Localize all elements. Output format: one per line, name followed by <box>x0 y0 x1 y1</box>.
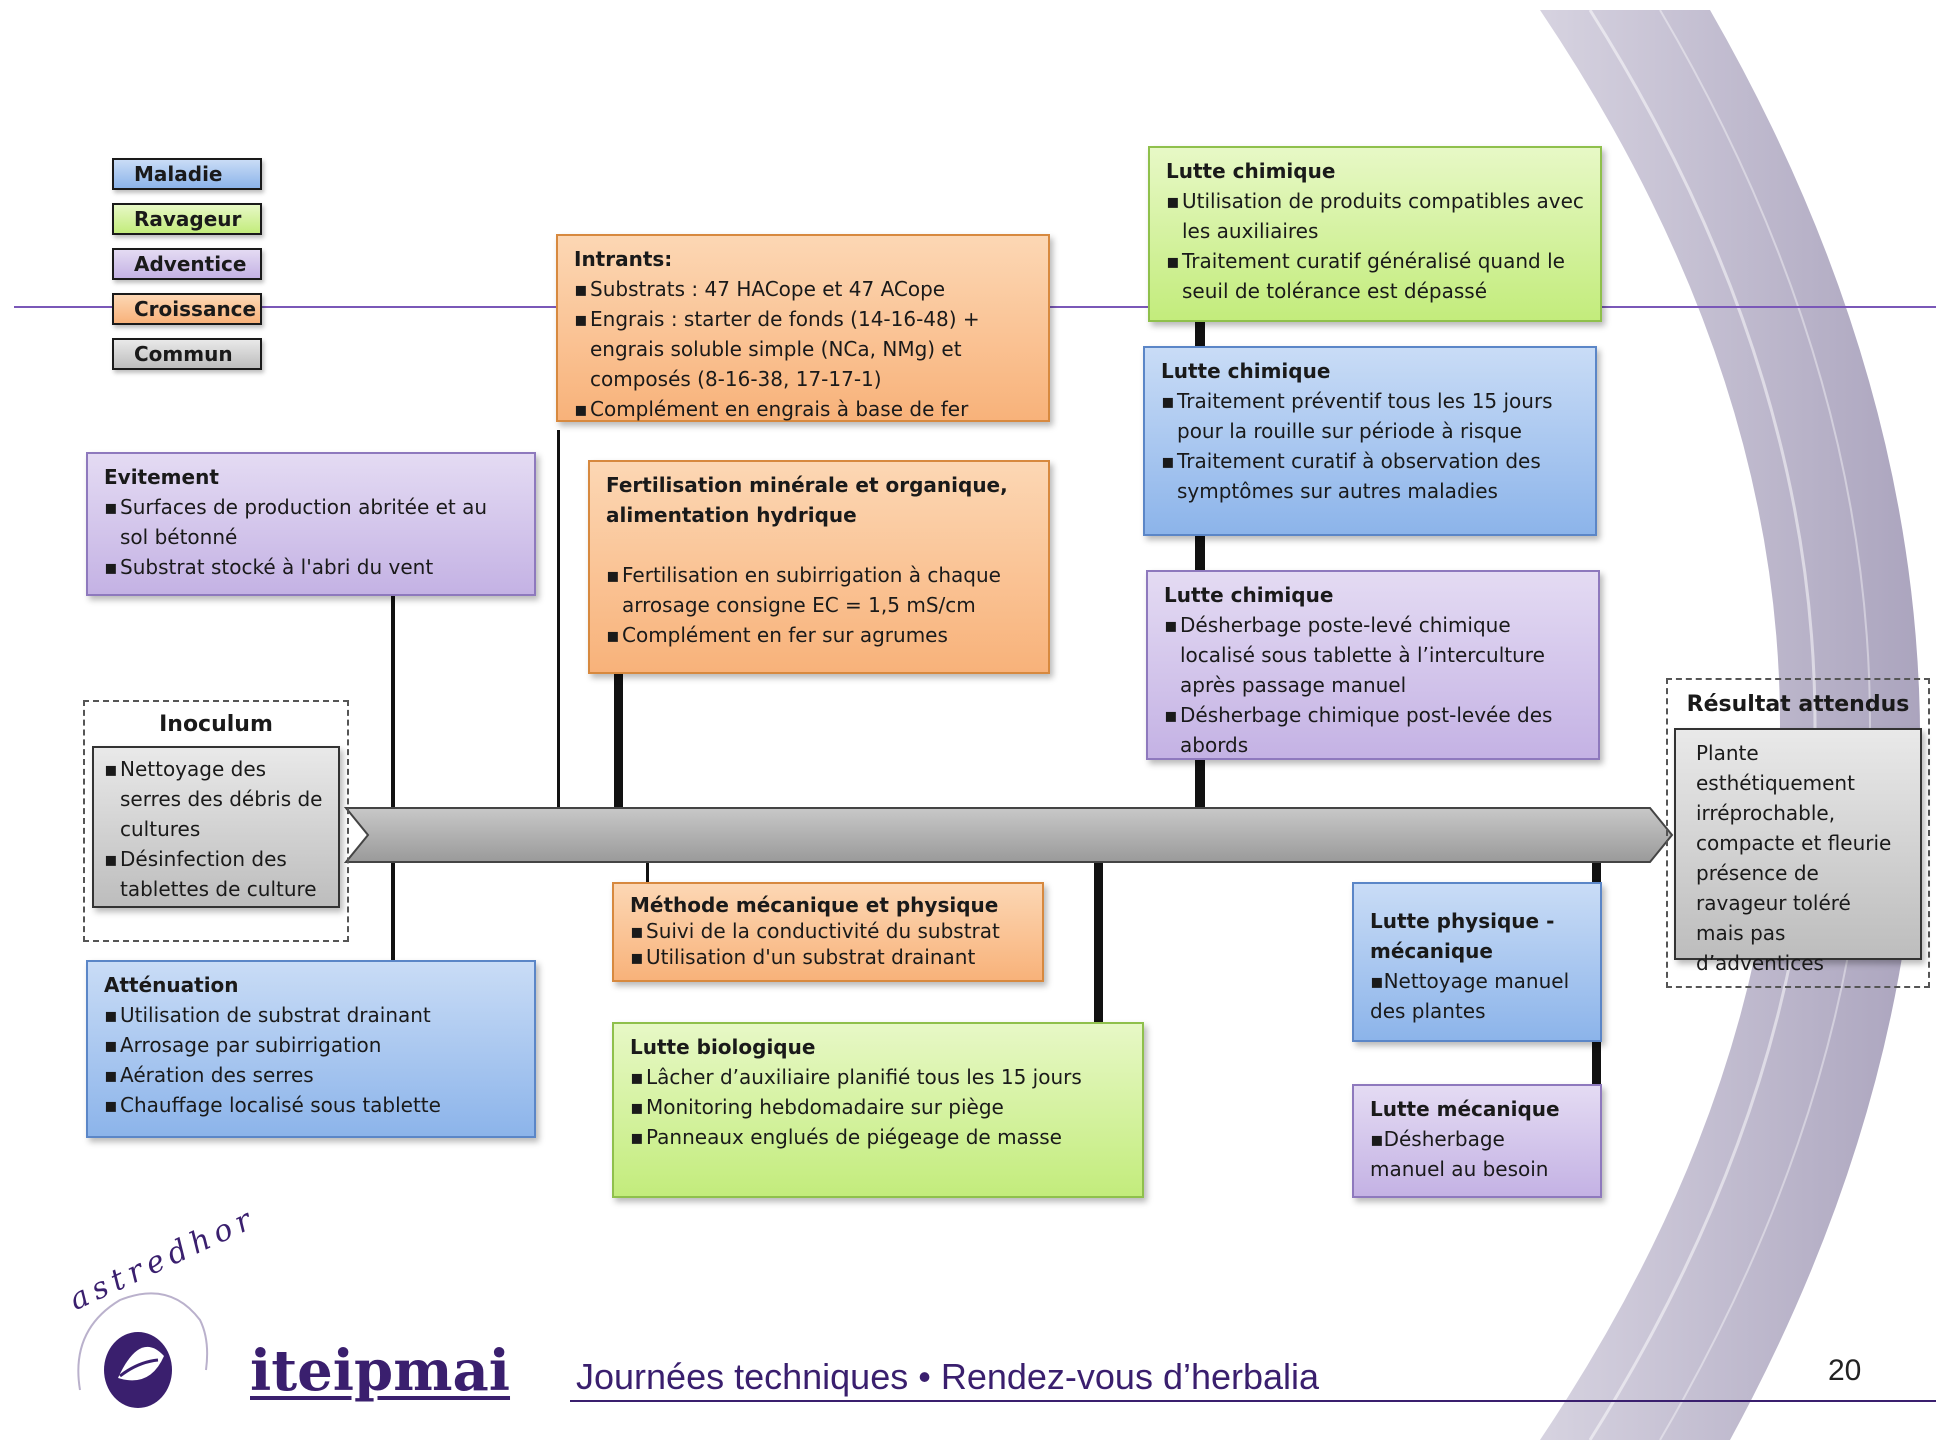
legend-adventice: Adventice <box>112 248 262 280</box>
legend-ravageur: Ravageur <box>112 203 262 235</box>
list-item: Chauffage localisé sous tablette <box>104 1090 518 1120</box>
list-item: Complément en fer sur agrumes <box>606 620 1032 650</box>
fertilisation-box: Fertilisation minérale et organique, ali… <box>588 460 1050 674</box>
list-item: Monitoring hebdomadaire sur piège <box>630 1092 1126 1122</box>
legend-commun: Commun <box>112 338 262 370</box>
list-item: Lâcher d’auxiliaire planifié tous les 15… <box>630 1062 1126 1092</box>
list-item: Suivi de la conductivité du substrat <box>630 918 1026 944</box>
list-item: Utilisation de substrat drainant <box>104 1000 518 1030</box>
list-item: Désinfection des tablettes de culture <box>104 844 328 904</box>
page-number: 20 <box>1828 1354 1862 1387</box>
footer-underline <box>570 1400 1936 1402</box>
lutte-chimique-ravageur-title: Lutte chimique <box>1166 159 1336 183</box>
iteipmai-logo: iteipmai <box>250 1338 511 1404</box>
list-item: Désherbage chimique post-levée des abord… <box>1164 700 1582 760</box>
resultat-frame <box>1666 678 1930 988</box>
lutte-chimique-maladie-box: Lutte chimique Traitement préventif tous… <box>1143 346 1597 536</box>
inoculum-box: Nettoyage des serres des débris de cultu… <box>92 746 340 908</box>
lutte-chimique-adventice-box: Lutte chimique Désherbage poste-levé chi… <box>1146 570 1600 760</box>
list-item: Traitement curatif à observation des sym… <box>1161 446 1579 506</box>
list-item: Complément en engrais à base de fer <box>574 394 1032 424</box>
fertilisation-title: Fertilisation minérale et organique, ali… <box>606 473 1008 527</box>
lutte-chimique-maladie-title: Lutte chimique <box>1161 359 1331 383</box>
evitement-box: Evitement Surfaces de production abritée… <box>86 452 536 596</box>
list-item: ▪Désherbage manuel au besoin <box>1370 1127 1549 1181</box>
list-item: Engrais : starter de fonds (14-16-48) + … <box>574 304 1032 394</box>
decorative-photo-arc <box>1540 9 1921 1441</box>
list-item: Substrat stocké à l'abri du vent <box>104 552 518 582</box>
list-item: Fertilisation en subirrigation à chaque … <box>606 560 1032 620</box>
methode-mecanique-box: Méthode mécanique et physique Suivi de l… <box>612 882 1044 982</box>
list-item: Panneaux englués de piégeage de masse <box>630 1122 1126 1152</box>
connector-attenuation <box>391 858 395 962</box>
intrants-box: Intrants: Substrats : 47 HACope et 47 AC… <box>556 234 1050 424</box>
lutte-physique-box: Lutte physique - mécanique ▪Nettoyage ma… <box>1352 882 1602 1042</box>
list-item: Aération des serres <box>104 1060 518 1090</box>
resultat-box: Plante esthétiquement irréprochable, com… <box>1674 728 1922 975</box>
resultat-title: Résultat attendus <box>1686 692 1910 717</box>
inoculum-title: Inoculum <box>159 712 273 737</box>
lutte-biologique-box: Lutte biologique Lâcher d’auxiliaire pla… <box>612 1022 1144 1198</box>
methode-mecanique-title: Méthode mécanique et physique <box>630 893 999 917</box>
connector-evitement <box>391 592 395 812</box>
list-item: Utilisation de produits compatibles avec… <box>1166 186 1584 246</box>
list-item: Traitement curatif généralisé quand le s… <box>1166 246 1584 306</box>
lutte-mecanique-box: Lutte mécanique ▪Désherbage manuel au be… <box>1352 1084 1602 1198</box>
connector-biologique <box>1094 858 1103 1023</box>
lutte-chimique-ravageur-box: Lutte chimique Utilisation de produits c… <box>1148 146 1602 322</box>
list-item: Traitement préventif tous les 15 jours p… <box>1161 386 1579 446</box>
list-item: Arrosage par subirrigation <box>104 1030 518 1060</box>
intrants-title: Intrants: <box>574 247 673 271</box>
lutte-chimique-adventice-title: Lutte chimique <box>1164 583 1334 607</box>
list-item: Désherbage poste-levé chimique localisé … <box>1164 610 1582 700</box>
astredhor-logo <box>77 1292 209 1408</box>
inoculum-frame <box>83 700 349 942</box>
connector-methode <box>646 858 649 888</box>
attenuation-box: Atténuation Utilisation de substrat drai… <box>86 960 536 1138</box>
list-item: Substrats : 47 HACope et 47 ACope <box>574 274 1032 304</box>
resultat-text: Plante esthétiquement irréprochable, com… <box>1696 741 1892 975</box>
connector-intrants <box>557 430 560 810</box>
legend-maladie: Maladie <box>112 158 262 190</box>
lutte-biologique-title: Lutte biologique <box>630 1035 816 1059</box>
connector-fertilisation <box>614 672 623 812</box>
list-item: Surfaces de production abritée et au sol… <box>104 492 518 552</box>
lutte-mecanique-title: Lutte mécanique <box>1370 1097 1560 1121</box>
event-title: Journées techniques • Rendez-vous d’herb… <box>576 1356 1320 1397</box>
list-item: Utilisation d'un substrat drainant <box>630 944 1026 970</box>
lutte-physique-title: Lutte physique - mécanique <box>1370 909 1555 963</box>
connector-lutte-chimique <box>1195 320 1205 814</box>
evitement-title: Evitement <box>104 465 219 489</box>
list-item: Nettoyage des serres des débris de cultu… <box>104 754 328 844</box>
attenuation-title: Atténuation <box>104 973 239 997</box>
legend-croissance: Croissance <box>112 293 262 325</box>
list-item: ▪Nettoyage manuel des plantes <box>1370 969 1570 1023</box>
main-timeline-arrow <box>343 807 1674 863</box>
